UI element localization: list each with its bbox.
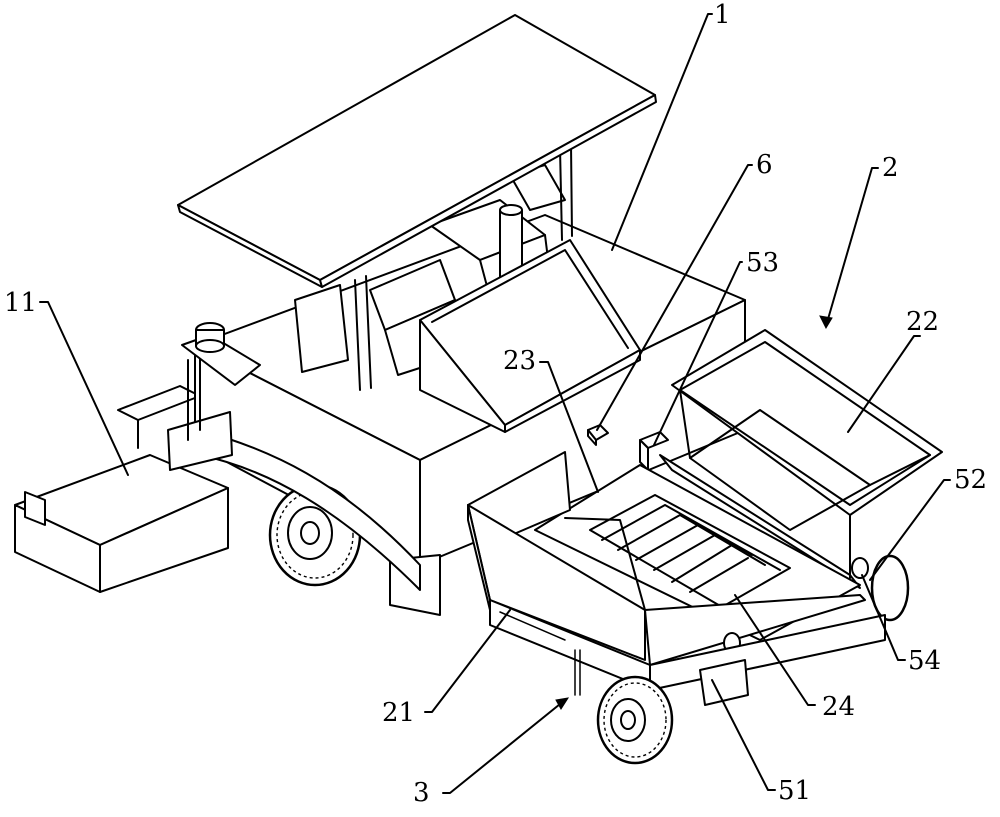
label-1: 1 — [714, 2, 731, 28]
label-2: 2 — [882, 155, 899, 181]
label-3: 3 — [413, 780, 430, 806]
label-23: 23 — [503, 348, 536, 374]
label-52: 52 — [954, 467, 987, 493]
label-53: 53 — [746, 250, 779, 276]
label-24: 24 — [822, 694, 855, 720]
label-6: 6 — [756, 152, 773, 178]
front-left-wheel — [598, 677, 672, 763]
label-51: 51 — [778, 778, 811, 804]
label-21: 21 — [382, 700, 415, 726]
label-11: 11 — [4, 290, 37, 316]
label-22: 22 — [906, 309, 939, 335]
label-54: 54 — [908, 648, 941, 674]
